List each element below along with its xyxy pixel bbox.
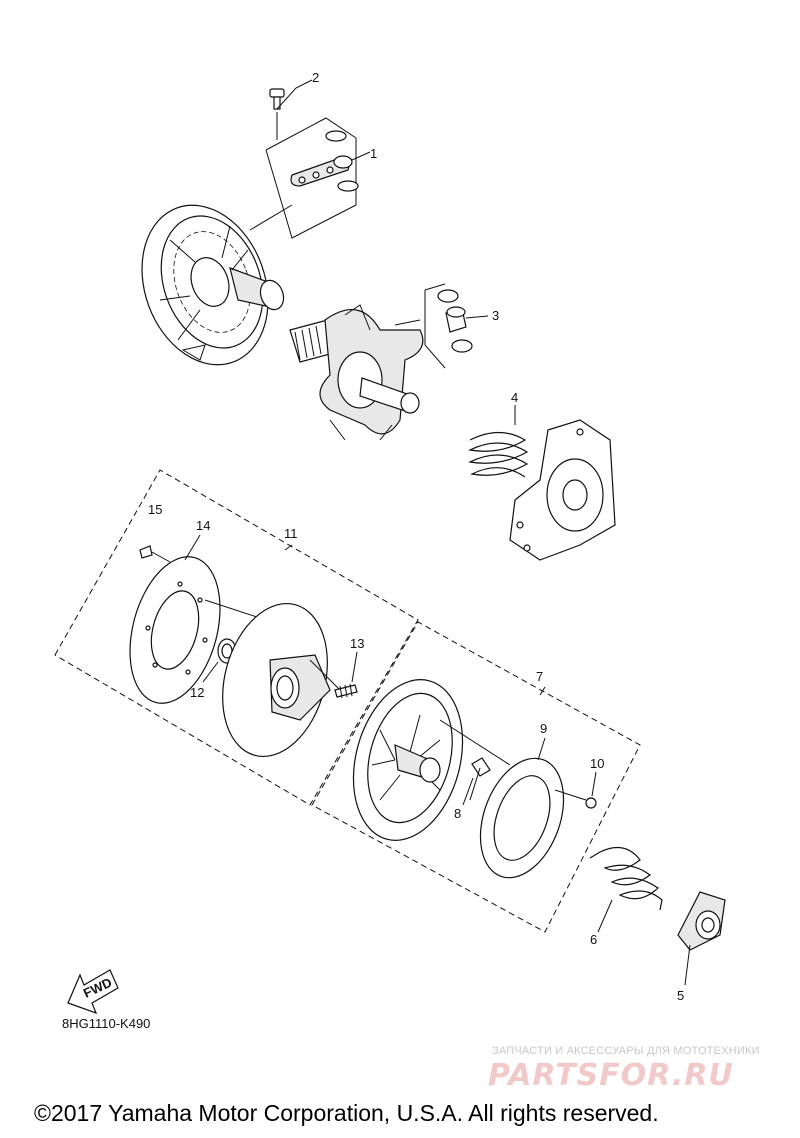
fixed-sheave-drawing (141, 204, 285, 366)
callout-11: 11 (284, 526, 298, 541)
callout-1: 1 (370, 146, 377, 161)
spider-drawing (289, 304, 424, 441)
bolt-8-drawing (469, 757, 491, 801)
cap-5-drawing (677, 891, 726, 986)
screw-10-drawing (554, 771, 597, 809)
callout-10: 10 (590, 756, 604, 771)
leader-lines (184, 534, 546, 806)
sliding-sheave-drawing (222, 602, 341, 758)
stud-13-drawing (334, 651, 358, 699)
callout-6: 6 (590, 932, 597, 947)
callout-4: 4 (511, 390, 518, 405)
group-7-box (311, 621, 641, 933)
roller-3-drawing (424, 283, 489, 369)
callout-13: 13 (350, 636, 364, 651)
copyright-notice: ©2017 Yamaha Motor Corporation, U.S.A. A… (34, 1100, 659, 1126)
watermark-logo: PARTSFOR.RU (488, 1058, 734, 1093)
callout-8: 8 (454, 806, 461, 821)
callout-2: 2 (312, 70, 319, 85)
watermark-subtitle: ЗАПЧАСТИ И АКСЕССУАРЫ ДЛЯ МОТОТЕХНИКИ (492, 1045, 760, 1057)
spring-4-drawing (468, 405, 529, 478)
callout-3: 3 (492, 308, 499, 323)
arm-1-drawing (249, 112, 371, 239)
callout-12: 12 (190, 685, 204, 700)
callout-9: 9 (540, 721, 547, 736)
fwd-arrow-icon: FWD (67, 969, 119, 1015)
bolt-2-drawing (269, 79, 313, 110)
cover-drawing (509, 419, 616, 561)
sheave-7-drawing (352, 679, 464, 841)
spring-6-drawing (589, 846, 663, 933)
plate-14-drawing (129, 545, 261, 704)
callout-15: 15 (148, 502, 162, 517)
diagram-code: 8HG1110-K490 (62, 1016, 151, 1031)
callout-5: 5 (677, 988, 684, 1003)
callout-14: 14 (196, 518, 210, 533)
plate-9-drawing (439, 719, 565, 879)
callout-7: 7 (536, 669, 543, 684)
group-11-box (54, 469, 419, 806)
